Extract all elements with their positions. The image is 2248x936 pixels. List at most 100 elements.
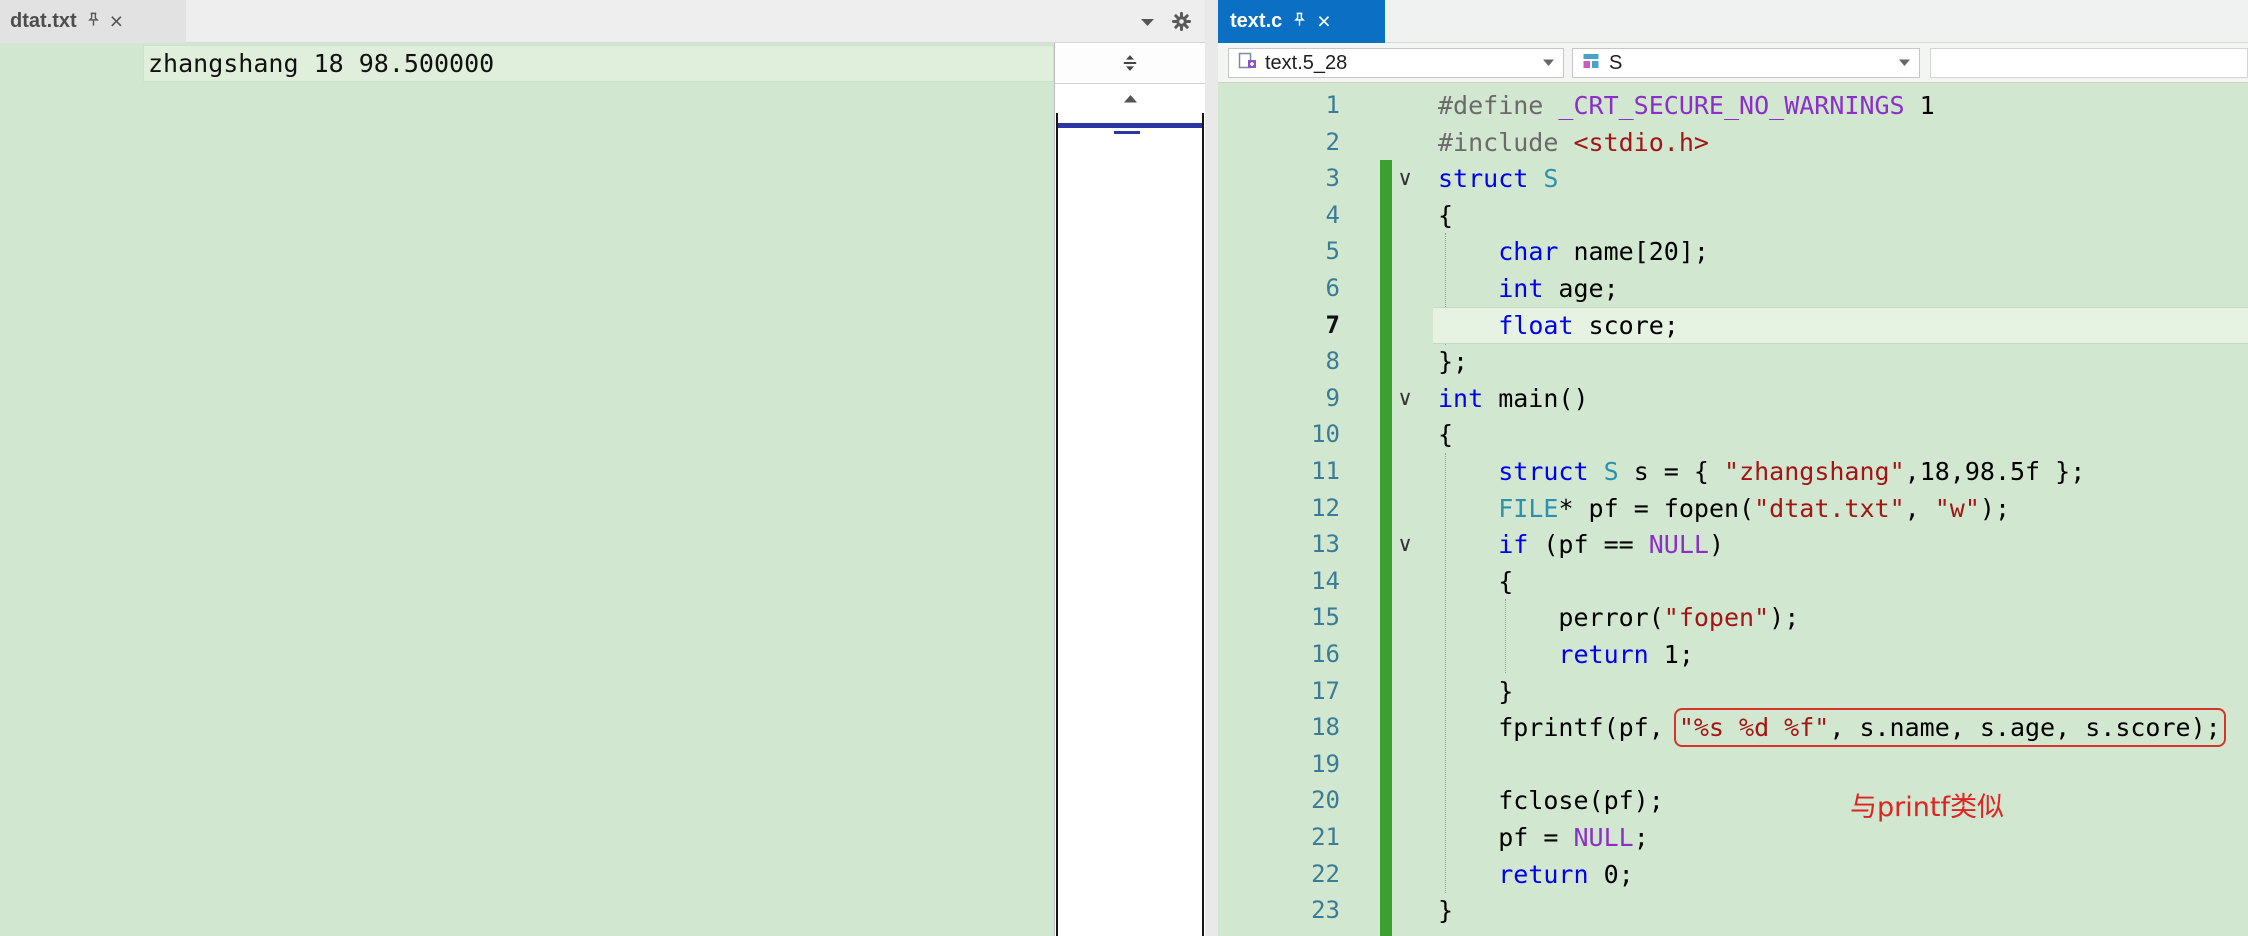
code-line[interactable]: 23} [1218,892,2248,929]
code-token [1438,494,1498,523]
code-token: 0; [1588,859,1634,889]
code-line[interactable]: 1#define _CRT_SECURE_NO_WARNINGS 1 [1218,87,2248,124]
type-dropdown[interactable]: S [1572,48,1920,78]
code-line[interactable]: 12 FILE* pf = fopen("dtat.txt", "w"); [1218,490,2248,527]
code-line[interactable]: 5 char name[20]; [1218,233,2248,270]
code-token: S [1543,164,1559,194]
vertical-scrollbar[interactable] [1054,43,1205,936]
code-line[interactable]: 6 int age; [1218,270,2248,307]
code-token: { [1438,200,1454,230]
code-token: "zhangshang" [1724,457,1905,486]
line-number: 19 [1311,749,1340,778]
code-token [1589,457,1604,486]
code-line[interactable]: 10{ [1218,416,2248,453]
line-number: 16 [1311,640,1340,668]
code-token: struct [1438,164,1529,194]
scope-dropdown[interactable]: text.5_28 [1228,48,1564,78]
scroll-viewport-marker [1058,123,1202,128]
code-line[interactable]: 22 return 0; [1218,856,2248,893]
line-number: 4 [1325,200,1340,229]
code-text: }; [1438,343,1468,380]
chevron-down-icon[interactable] [1542,54,1555,72]
code-token: s = { [1618,457,1725,486]
code-token: { [1438,420,1454,450]
code-token [1438,530,1498,559]
code-line[interactable]: 16 return 1; [1218,636,2248,673]
code-line[interactable]: 20 fclose(pf); [1218,782,2248,819]
tab-dtat-txt[interactable]: dtat.txt × [0,0,186,43]
chevron-down-icon[interactable] [1132,0,1162,43]
pin-icon[interactable] [1292,11,1307,32]
tab-label: text.c [1230,10,1283,32]
annotation-note: 与printf类似 [1850,792,2004,823]
code-text: } [1438,892,1453,929]
line-number: 6 [1325,274,1340,302]
tab-text-c[interactable]: text.c × [1218,0,1385,43]
code-line[interactable]: 13∨ if (pf == NULL) [1218,526,2248,563]
code-text: int age; [1438,270,1618,307]
code-token: fclose(pf); [1438,786,1664,816]
indent-guide [1505,599,1506,673]
code-line[interactable]: 3∨struct S [1218,160,2248,197]
code-token: (pf == [1528,530,1649,560]
struct-icon [1581,51,1601,76]
file-content-line: zhangshang 18 98.500000 [148,49,495,78]
code-line[interactable]: 11 struct S s = { "zhangshang",18,98.5f … [1218,453,2248,490]
fold-chevron-icon[interactable]: ∨ [1397,532,1413,557]
code-token: "dtat.txt" [1754,493,1905,523]
code-text: if (pf == NULL) [1438,526,1724,563]
code-text: float score; [1438,307,1679,344]
code-token: return [1498,859,1589,889]
close-icon[interactable]: × [109,8,124,34]
code-line[interactable]: 19 [1218,746,2248,783]
code-token: NULL [1573,823,1634,852]
code-text: } [1438,673,1513,710]
code-token: 1 [1904,91,1935,120]
code-token [1438,237,1498,266]
code-token: } [1438,896,1454,926]
code-line[interactable]: 17 } [1218,673,2248,710]
code-token [1438,274,1498,303]
scroll-caret-marker [1114,131,1140,134]
line-number: 21 [1311,823,1340,851]
line-number: 2 [1325,127,1340,156]
code-line[interactable]: 15 perror("fopen"); [1218,599,2248,636]
saved-changes-bar [1380,160,1392,936]
code-token: if [1498,530,1529,560]
code-token: name[20]; [1558,237,1709,267]
code-token: NULL [1648,530,1709,560]
code-token: }; [1438,347,1469,377]
code-token [1528,164,1543,193]
code-line[interactable]: 9∨int main() [1218,380,2248,417]
scrollbar-track[interactable] [1056,113,1204,936]
fold-chevron-icon[interactable]: ∨ [1397,385,1413,410]
code-text: fprintf(pf, "%s %d %f", s.name, s.age, s… [1438,708,2226,748]
chevron-down-icon[interactable] [1898,54,1911,72]
code-line[interactable]: 7 float score; [1218,306,2248,344]
member-dropdown[interactable] [1930,48,2248,78]
current-line-highlight [143,45,1054,82]
code-line[interactable]: 2#include <stdio.h> [1218,124,2248,161]
gear-icon[interactable] [1166,0,1196,43]
code-token: _CRT_SECURE_NO_WARNINGS [1558,91,1905,120]
code-token: struct [1498,457,1589,486]
code-line[interactable]: 18 fprintf(pf, "%s %d %f", s.name, s.age… [1218,708,2248,748]
code-text: { [1438,197,1453,234]
scroll-up-arrow-icon[interactable] [1055,87,1205,111]
code-text: struct S [1438,160,1558,197]
fold-chevron-icon[interactable]: ∨ [1397,166,1413,191]
code-line[interactable]: 14 { [1218,563,2248,600]
pin-icon[interactable] [86,11,101,32]
splitter-handle[interactable] [1055,43,1205,84]
code-line[interactable]: 21 pf = NULL; [1218,819,2248,856]
left-editor[interactable]: zhangshang 18 98.500000 [0,43,1054,936]
code-token: main() [1483,383,1589,413]
code-line[interactable]: 4{ [1218,197,2248,234]
code-token: score; [1573,310,1679,340]
code-text: { [1438,563,1513,600]
code-token: return [1558,640,1649,669]
close-icon[interactable]: × [1317,8,1331,34]
code-line[interactable]: 8}; [1218,343,2248,380]
